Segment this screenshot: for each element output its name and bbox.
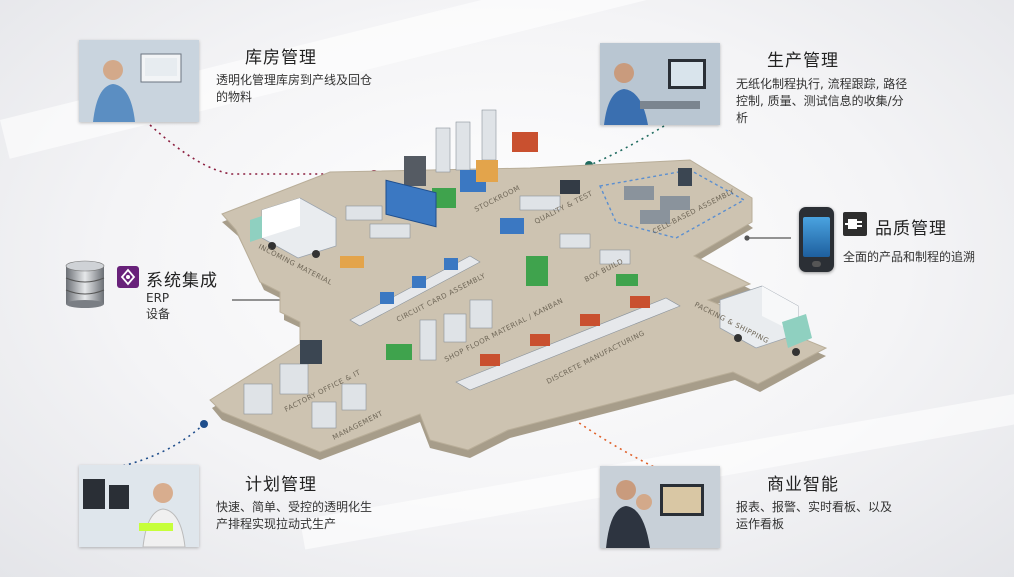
warehouse-desc-line: 透明化管理库房到产线及回仓 [216,73,373,87]
warehouse-photo [79,40,199,122]
planning-connector [117,420,208,468]
integration-title: 系统集成 [146,271,218,291]
bi-desc-line: 运作看板 [736,517,785,531]
bi-title: 商业智能 [767,475,839,495]
kanban-shelves [386,299,493,361]
warehouse-title: 库房管理 [245,48,317,68]
incoming-stations [340,205,411,268]
warehouse-desc: 透明化管理库房到产线及回仓 的物料 [216,72,372,106]
office-cubicles [243,340,367,429]
integration-desc: ERP 设备 [146,290,170,322]
production-desc: 无纸化制程执行, 流程跟踪, 路径 控制, 质量、测试信息的收集/分 析 [736,76,907,127]
planning-desc-line: 快速、简单、受控的透明化生 [216,500,373,514]
cell-assembly-stations [624,168,692,224]
integration-desc-line: ERP [146,291,170,305]
planning-title: 计划管理 [245,475,317,495]
quality-connector [744,235,791,241]
quality-desc-line: 全面的产品和制程的追溯 [843,250,976,264]
shipping-truck [719,285,812,356]
planning-desc: 快速、简单、受控的透明化生 产排程实现拉动式生产 [216,499,372,533]
database-icon [64,260,106,308]
box-build-stations [526,233,638,286]
bi-desc: 报表、报警、实时看板、以及 运作看板 [736,499,892,533]
quality-test-stations [500,180,580,234]
production-desc-line: 析 [736,111,749,125]
planning-desc-line: 产排程实现拉动式生产 [216,517,337,531]
discrete-manufacturing-line [455,296,681,391]
production-desc-line: 控制, 质量、测试信息的收集/分 [736,94,904,108]
stockroom-shelves [404,109,538,208]
bi-photo [600,466,720,548]
production-photo [600,43,720,125]
floor-surface [209,159,828,453]
display-board [385,179,437,228]
production-title: 生产管理 [767,51,839,71]
production-desc-line: 无纸化制程执行, 流程跟踪, 路径 [736,77,908,91]
planning-photo [79,465,199,547]
bi-desc-line: 报表、报警、实时看板、以及 [736,500,893,514]
visual-studio-icon [117,266,139,288]
mobile-device-icon [799,207,834,272]
circuit-card-line [349,255,481,327]
quality-title: 品质管理 [875,219,947,239]
incoming-truck [250,197,337,259]
warehouse-desc-line: 的物料 [216,90,253,104]
integration-desc-line: 设备 [146,307,171,321]
quality-desc: 全面的产品和制程的追溯 [843,249,975,266]
cell-assembly-boundary [598,169,746,239]
plug-icon [843,212,867,236]
